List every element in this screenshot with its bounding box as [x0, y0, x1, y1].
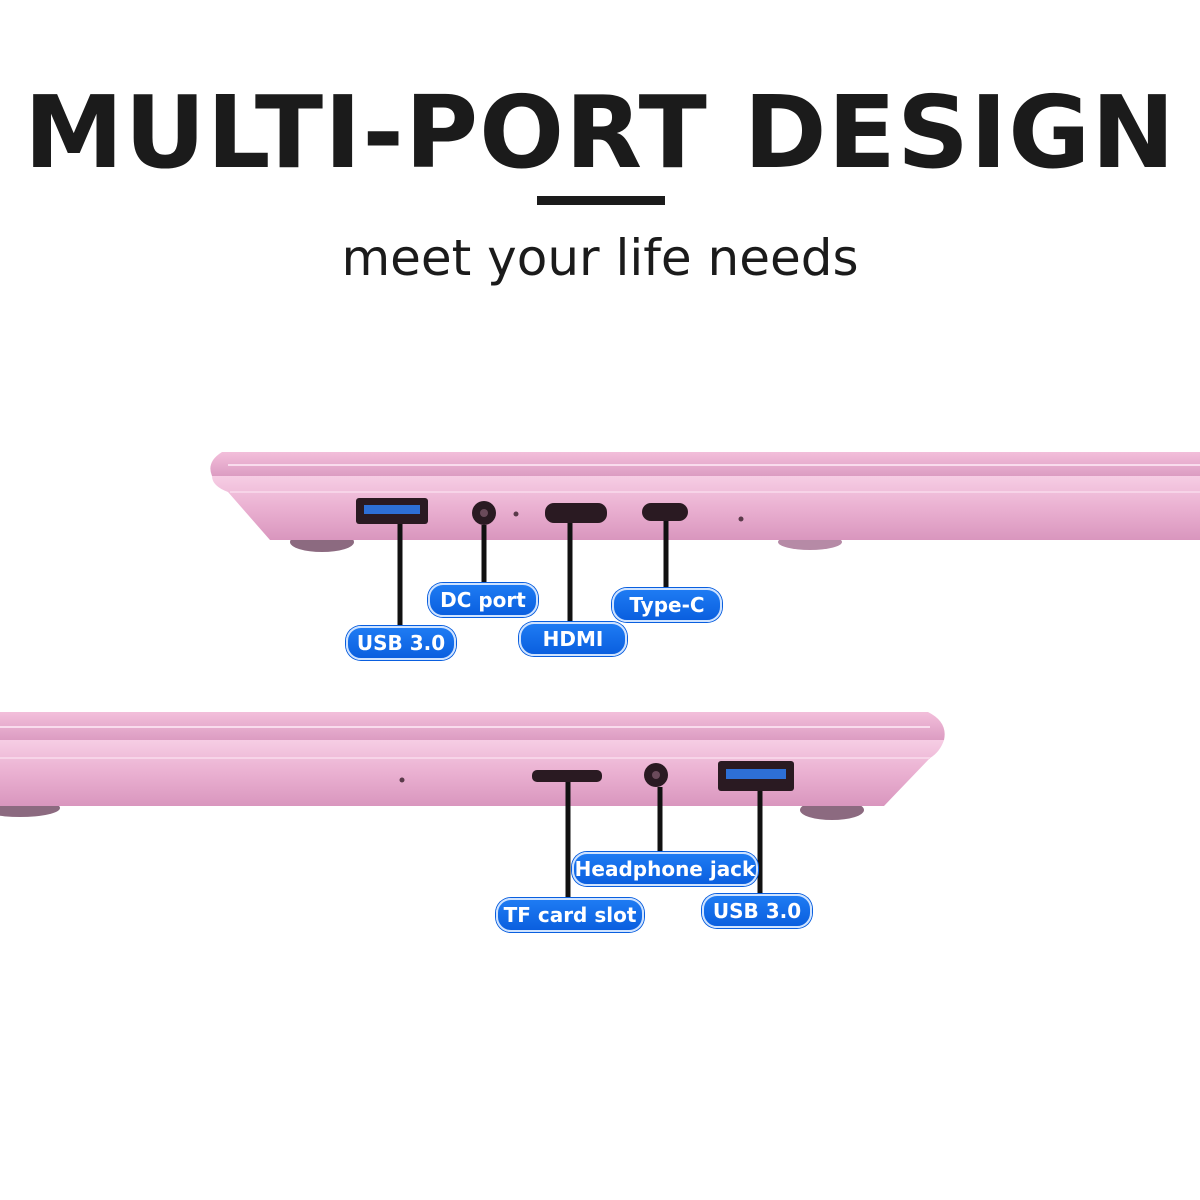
tf-slot-shape	[532, 770, 602, 782]
label-usb-3-0-right: USB 3.0	[702, 894, 812, 928]
headline: MULTI-PORT DESIGN	[24, 74, 1176, 191]
subheadline: meet your life needs	[341, 229, 859, 287]
label-usb-3-0-left: USB 3.0	[346, 626, 456, 660]
label-dc-port: DC port	[428, 583, 538, 617]
laptop-right-side	[0, 712, 945, 900]
laptop-left-side	[210, 452, 1200, 628]
title-divider	[537, 196, 665, 205]
label-hdmi: HDMI	[519, 622, 627, 656]
laptop-base	[0, 740, 944, 806]
typec-port-shape	[642, 503, 688, 521]
label-tf-card-slot: TF card slot	[496, 898, 644, 932]
hdmi-port-shape	[545, 503, 607, 523]
label-headphone-jack: Headphone jack	[572, 852, 758, 886]
label-type-c: Type-C	[612, 588, 722, 622]
